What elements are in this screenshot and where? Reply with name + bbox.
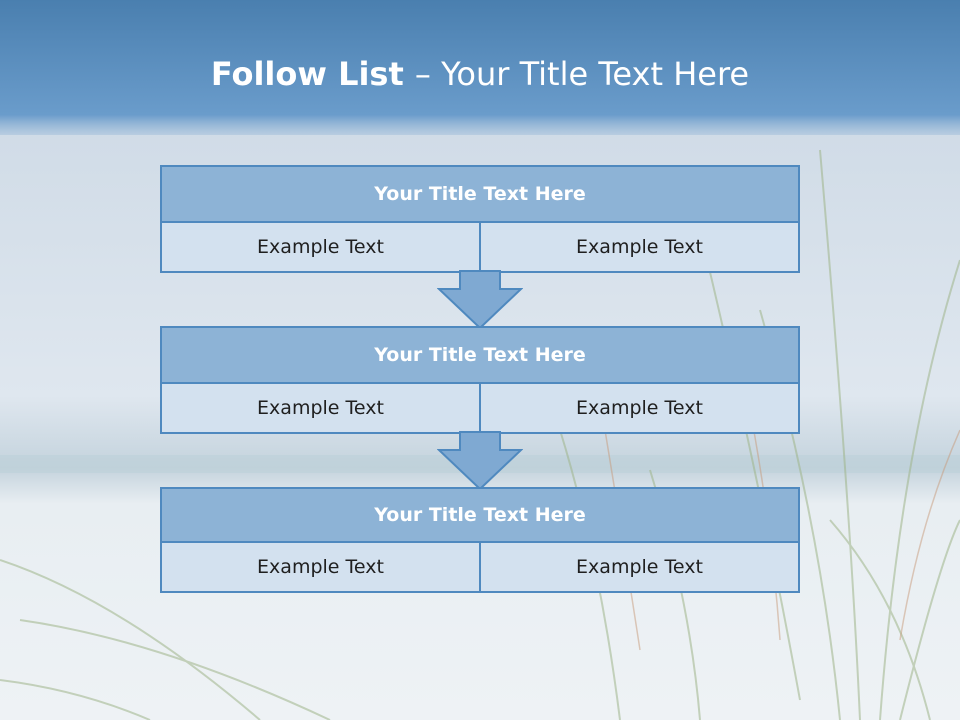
page-title-rest: – Your Title Text Here [414,55,750,93]
header-band [0,0,960,135]
step-cell-right: Example Text [481,543,800,593]
step-block-1: Your Title Text Here Example Text Exampl… [160,165,800,273]
step-cell-left: Example Text [160,384,481,434]
step-title: Your Title Text Here [160,487,800,543]
step-block-3: Your Title Text Here Example Text Exampl… [160,487,800,593]
down-arrow-icon [437,270,523,330]
step-row: Example Text Example Text [160,223,800,273]
step-title: Your Title Text Here [160,326,800,384]
step-block-2: Your Title Text Here Example Text Exampl… [160,326,800,434]
page-title: Follow List – Your Title Text Here [0,52,960,96]
step-cell-right: Example Text [481,223,800,273]
step-row: Example Text Example Text [160,543,800,593]
page-title-bold: Follow List [210,55,415,93]
down-arrow-icon [437,431,523,491]
step-row: Example Text Example Text [160,384,800,434]
step-cell-left: Example Text [160,543,481,593]
step-cell-right: Example Text [481,384,800,434]
step-title: Your Title Text Here [160,165,800,223]
step-cell-left: Example Text [160,223,481,273]
